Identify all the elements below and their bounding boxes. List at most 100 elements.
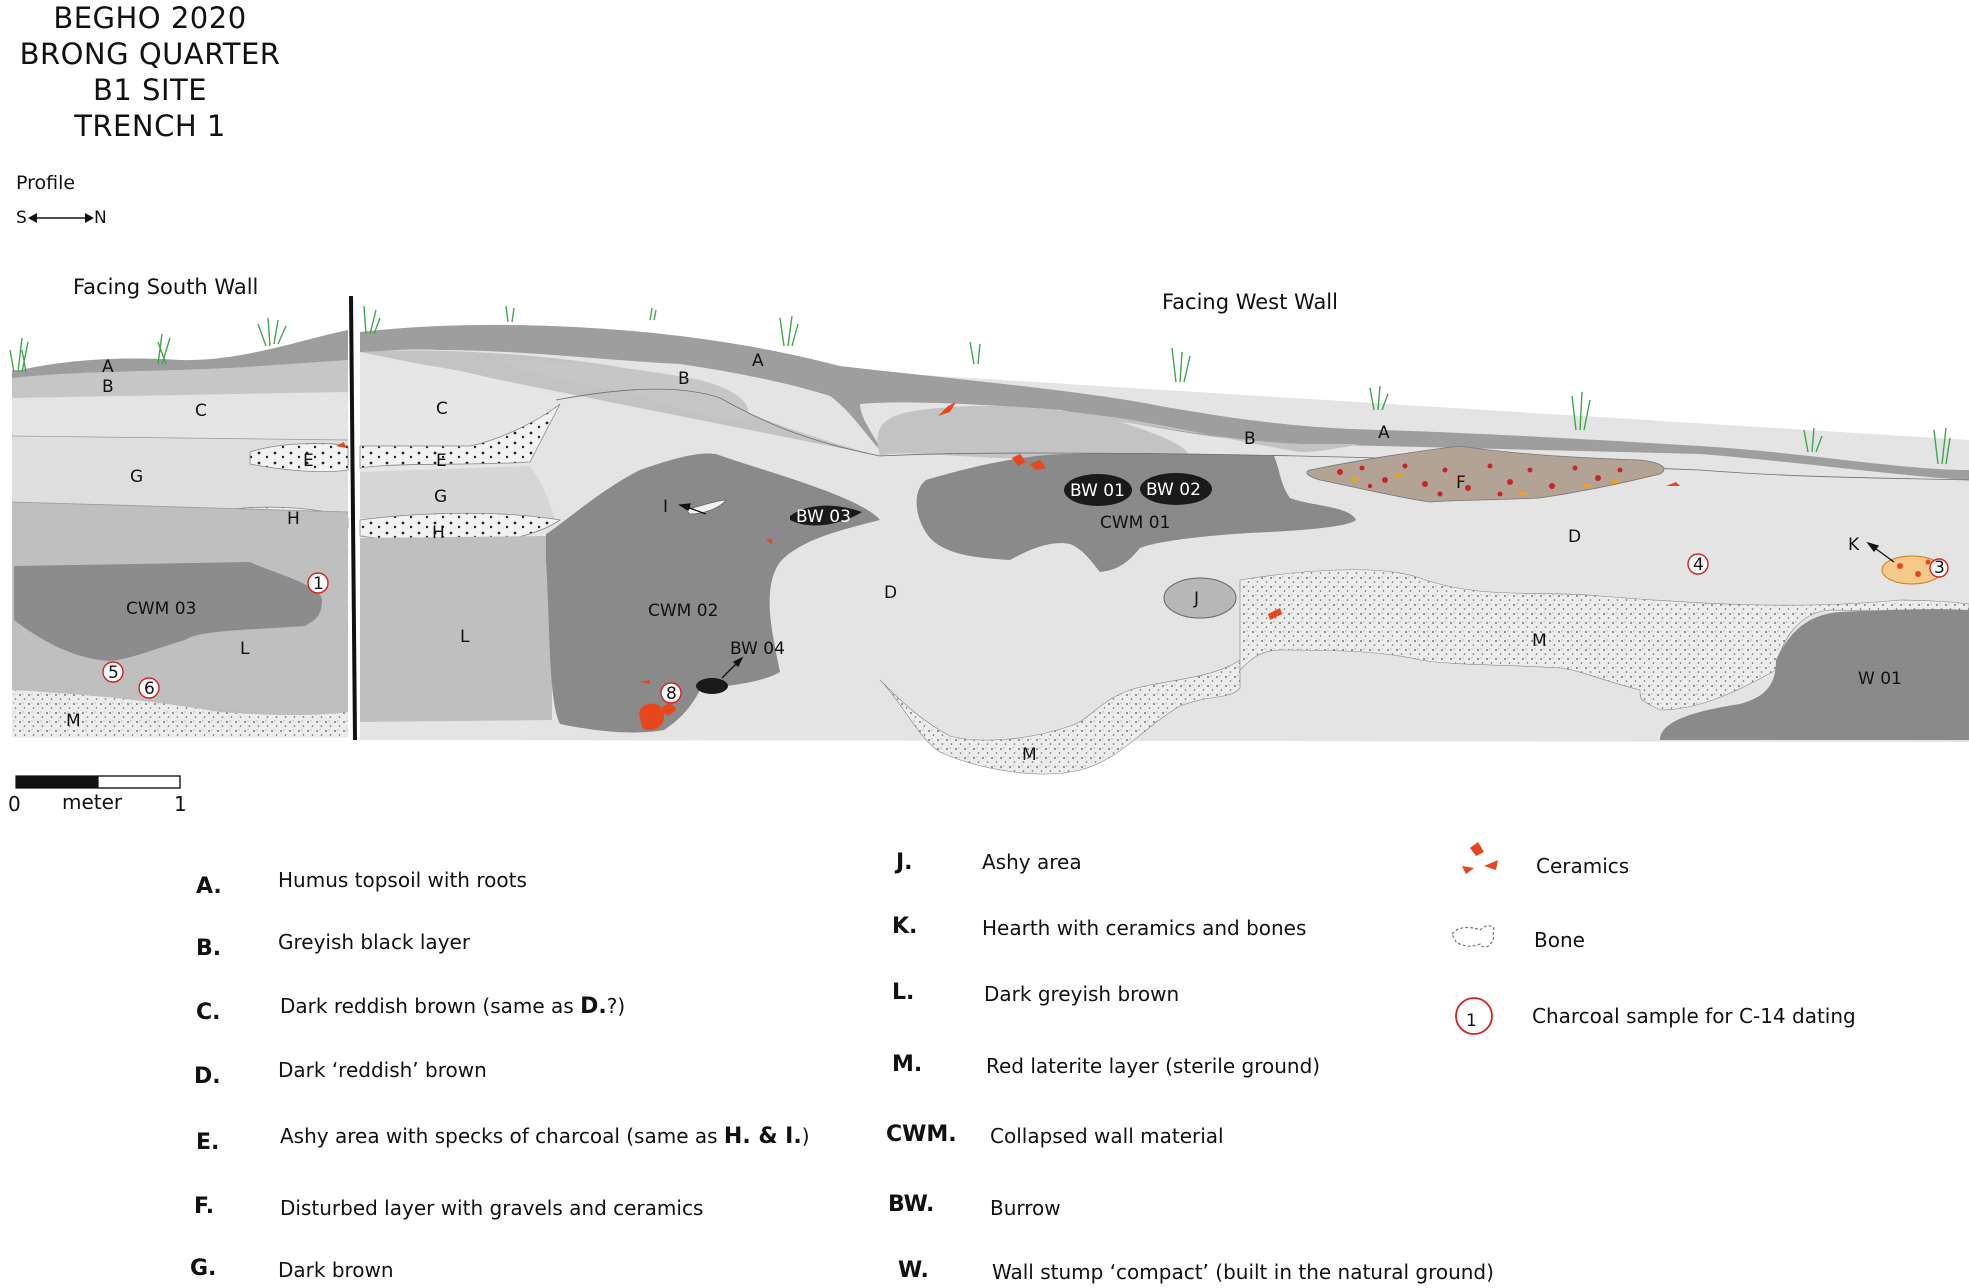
wall-stump-w01 [1660, 609, 1969, 740]
scale-bar [15, 775, 181, 789]
layer-m-south [12, 690, 348, 738]
layer-b-south [12, 360, 348, 398]
legend-key-g: G. [190, 1256, 217, 1281]
legend-desc-e-text: Ashy area with specks of charcoal (same … [280, 1124, 724, 1148]
label-g-south: G [130, 467, 143, 487]
label-m-south: M [66, 711, 81, 731]
legend-desc-e: Ashy area with specks of charcoal (same … [280, 1124, 810, 1149]
legend-desc-m: Red laterite layer (sterile ground) [986, 1054, 1321, 1078]
label-c-south: C [195, 401, 207, 421]
label-a-south: A [102, 357, 114, 377]
legend-desc-j: Ashy area [982, 850, 1082, 874]
label-bw04: BW 04 [730, 639, 785, 659]
label-b-west-2: B [1244, 429, 1256, 449]
legend-bone: Bone [1534, 928, 1585, 952]
label-a-west-2: A [1378, 423, 1390, 443]
title-line-4: TRENCH 1 [74, 109, 226, 143]
scale-end: 1 [174, 792, 187, 816]
west-wall-section [359, 324, 1969, 775]
double-arrow-icon [28, 213, 94, 223]
legend-desc-bw: Burrow [990, 1196, 1061, 1220]
charcoal-symbol-number: 1 [1466, 1011, 1477, 1031]
layer-g-west [360, 466, 555, 520]
legend-desc-w: Wall stump ‘compact’ (built in the natur… [992, 1260, 1494, 1284]
legend-desc-c-ref: D. [580, 994, 607, 1019]
legend-desc-e-tail: ) [801, 1124, 810, 1148]
scale-unit: meter [62, 790, 123, 814]
label-m-west-2: M [1532, 631, 1547, 651]
direction-north: N [94, 208, 107, 228]
layer-l-west [360, 536, 554, 722]
legend-desc-e-ref: H. & I. [723, 1124, 802, 1149]
legend-desc-c-text: Dark reddish brown (same as [280, 994, 581, 1018]
label-m-west-1: M [1022, 745, 1037, 765]
label-l-south: L [240, 639, 250, 659]
legend-desc-cwm: Collapsed wall material [990, 1124, 1224, 1148]
legend-desc-d: Dark ‘reddish’ brown [278, 1058, 487, 1082]
legend-key-j: J. [896, 850, 913, 875]
scale-start: 0 [8, 792, 21, 816]
layer-e-south [249, 443, 349, 473]
layer-e-west [359, 403, 561, 469]
label-h-west: H [432, 523, 445, 543]
legend-desc-f: Disturbed layer with gravels and ceramic… [280, 1196, 704, 1220]
ceramic-fragments [336, 402, 1680, 730]
sample-1: 1 [313, 574, 324, 594]
layer-labels: A B C E G H CWM 03 L M C E G H L B A B A… [66, 351, 1945, 765]
charcoal-samples [102, 553, 1949, 704]
legend-charcoal: Charcoal sample for C-14 dating [1532, 1004, 1856, 1028]
label-cwm02: CWM 02 [648, 601, 718, 621]
burrow-bw04 [696, 678, 728, 694]
legend-desc-c-tail: ?) [606, 994, 626, 1018]
layer-cwm01 [916, 453, 1356, 572]
profile-label: Profile [16, 172, 76, 194]
legend-key-l: L. [892, 980, 915, 1005]
layer-j-ashy [1163, 577, 1237, 619]
label-cwm03: CWM 03 [126, 599, 196, 619]
label-f: F [1456, 473, 1466, 493]
charcoal-symbol-icon [1455, 997, 1493, 1035]
legend-ceramics: Ceramics [1536, 854, 1630, 878]
legend-key-f: F. [194, 1194, 215, 1219]
label-a-west-1: A [752, 351, 764, 371]
label-e-west: E [436, 451, 447, 471]
label-w01: W 01 [1858, 669, 1902, 689]
label-l-west: L [460, 627, 470, 647]
label-bw01: BW 01 [1070, 481, 1125, 501]
label-bw02: BW 02 [1146, 480, 1201, 500]
layer-a-west [360, 324, 1969, 480]
label-d-west-1: D [884, 583, 897, 603]
label-i: I [663, 497, 668, 517]
sample-5: 5 [108, 663, 119, 683]
legend-key-e: E. [196, 1130, 220, 1155]
label-k: K [1848, 535, 1860, 555]
grass-tufts [9, 305, 1951, 465]
legend-key-cwm: CWM. [886, 1122, 957, 1147]
wall-divider [349, 295, 357, 741]
sample-8: 8 [666, 684, 677, 704]
burrow-bw02 [1140, 473, 1212, 505]
legend-key-w: W. [898, 1258, 929, 1283]
label-b-south: B [102, 377, 114, 397]
ceramics-symbol-icon [1462, 842, 1498, 874]
layer-b-west-2 [500, 360, 748, 420]
legend-desc-g: Dark brown [278, 1258, 394, 1282]
sample-4: 4 [1693, 555, 1704, 575]
title-line-3: B1 SITE [92, 73, 208, 107]
west-wall-title: Facing West Wall [1162, 290, 1338, 314]
legend-key-d: D. [194, 1064, 221, 1089]
label-g-west: G [434, 487, 447, 507]
sample-3: 3 [1934, 558, 1945, 578]
burrow-bw01 [1064, 474, 1132, 506]
south-wall-title: Facing South Wall [73, 275, 259, 299]
south-wall-section [11, 330, 349, 738]
legend-key-k: K. [892, 914, 918, 939]
layer-cwm03 [14, 562, 322, 661]
title-block: BEGHO 2020 BRONG QUARTER B1 SITE TRENCH … [0, 0, 300, 144]
layer-c-south [12, 392, 348, 440]
label-c-west: C [436, 399, 448, 419]
legend-key-c: C. [196, 1000, 221, 1025]
burrow-bw03 [790, 505, 862, 526]
legend-desc-b: Greyish black layer [278, 930, 471, 954]
